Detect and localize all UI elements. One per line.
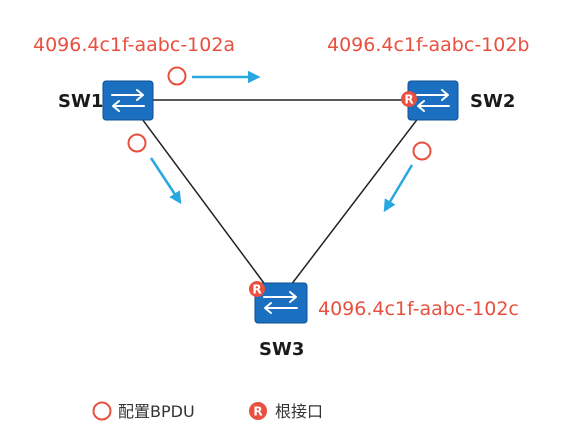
legend-root-port-icon: R xyxy=(249,402,267,420)
switch-arrows-icon xyxy=(111,89,145,112)
switch-icon xyxy=(254,282,308,324)
sw2-bridge-id: 4096.4c1f-aabc-102b xyxy=(327,34,530,56)
legend-root-port-label: 根接口 xyxy=(275,402,323,421)
bpdu-arrow-sw2-sw3 xyxy=(383,164,414,213)
root-port-badge-sw3: R xyxy=(249,281,265,297)
switch-sw1[interactable] xyxy=(102,80,154,121)
bpdu-marker-sw1-sw3 xyxy=(127,133,147,153)
sw3-label: SW3 xyxy=(259,339,304,360)
switch-sw2[interactable] xyxy=(407,80,459,121)
switch-sw3[interactable] xyxy=(254,282,308,324)
bpdu-arrow-sw1-sw3 xyxy=(149,157,182,205)
bpdu-marker-sw1-sw2 xyxy=(167,66,187,86)
legend: 配置BPDU R 根接口 xyxy=(92,401,323,421)
legend-bpdu-label: 配置BPDU xyxy=(118,402,195,421)
sw1-bridge-id: 4096.4c1f-aabc-102a xyxy=(33,34,235,56)
legend-bpdu-icon xyxy=(92,401,112,421)
svg-text:R: R xyxy=(252,283,261,297)
link-sw2-sw3 xyxy=(277,99,433,303)
sw2-label: SW2 xyxy=(470,91,515,112)
switch-arrows-icon xyxy=(416,89,450,112)
switch-icon xyxy=(102,80,154,121)
root-port-badge-sw2: R xyxy=(401,91,417,107)
sw1-label: SW1 xyxy=(58,91,103,112)
sw3-bridge-id: 4096.4c1f-aabc-102c xyxy=(318,298,519,320)
switch-arrows-icon xyxy=(263,291,298,314)
svg-text:R: R xyxy=(253,405,262,419)
link-sw1-sw3 xyxy=(127,99,279,303)
bpdu-marker-sw2-sw3 xyxy=(412,141,432,161)
svg-text:R: R xyxy=(404,93,413,107)
